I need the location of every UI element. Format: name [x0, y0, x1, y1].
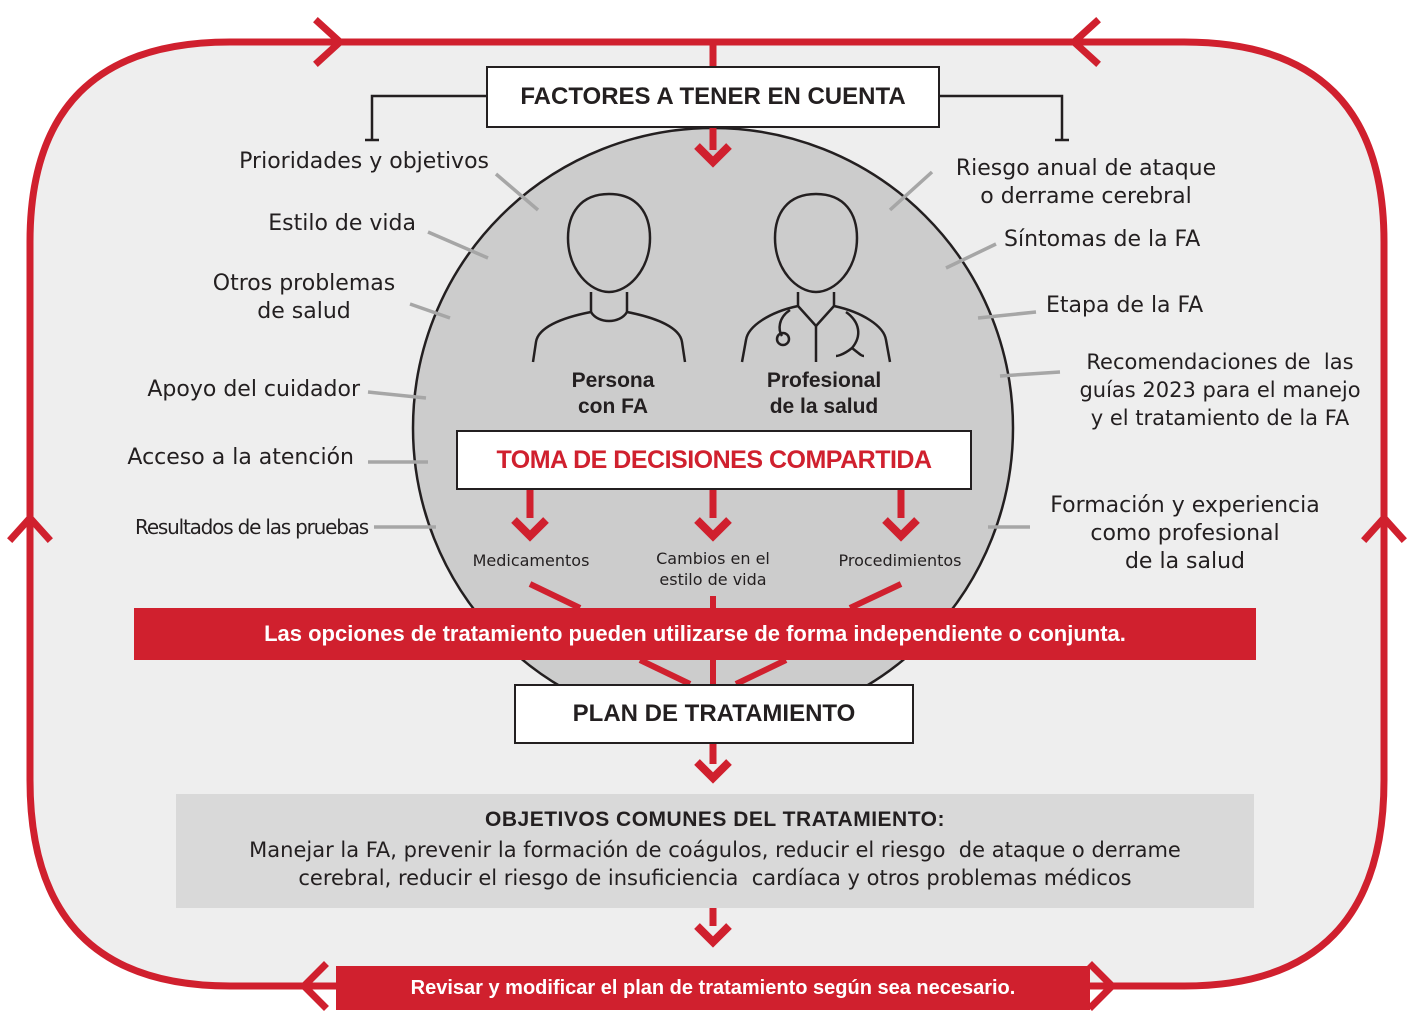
factors-title: FACTORES A TENER EN CUENTA	[520, 83, 906, 110]
factor-caregiver: Apoyo del cuidador	[147, 377, 360, 402]
arrow-to-goals	[694, 759, 732, 784]
factor-experience: Formación y experiencia como profesional…	[1050, 493, 1320, 574]
patient-label: Persona con FA	[571, 369, 655, 418]
options-banner-text: Las opciones de tratamiento pueden utili…	[264, 621, 1126, 646]
loop-arrow-top-left	[313, 17, 346, 67]
option-procedures: Procedimientos	[838, 551, 962, 570]
factor-stroke-risk: Riesgo anual de ataque o derrame cerebra…	[955, 156, 1217, 209]
option-lifestyle: Cambios en el estilo de vida	[656, 549, 770, 589]
factor-priorities: Prioridades y objetivos	[239, 149, 489, 174]
arrow-into-circle	[694, 143, 732, 168]
factor-test-results: Resultados de las pruebas	[135, 515, 369, 539]
option-medications: Medicamentos	[472, 551, 590, 570]
options-banner: Las opciones de tratamiento pueden utili…	[134, 608, 1256, 660]
factor-lifestyle: Estilo de vida	[268, 211, 416, 236]
factors-header: FACTORES A TENER EN CUENTA	[486, 66, 940, 128]
loop-arrow-left	[7, 512, 53, 543]
review-banner-text: Revisar y modificar el plan de tratamien…	[410, 976, 1016, 999]
factor-symptoms: Síntomas de la FA	[1004, 227, 1201, 252]
arrow-lifestyle	[694, 517, 732, 542]
goals-panel: OBJETIVOS COMUNES DEL TRATAMIENTO: Manej…	[176, 794, 1254, 908]
loop-arrow-bottom-left	[299, 961, 329, 1011]
bracket-right	[940, 94, 1064, 140]
clinician-icon	[740, 192, 892, 363]
patient-icon	[531, 192, 687, 363]
factor-other-health: Otros problemas de salud	[212, 271, 396, 324]
shared-decision-label: TOMA DE DECISIONES COMPARTIDA	[496, 445, 932, 474]
plan-box: PLAN DE TRATAMIENTO	[514, 684, 914, 744]
clinician-label: Profesional de la salud	[766, 369, 882, 418]
goals-text: Manejar la FA, prevenir la formación de …	[249, 838, 1181, 890]
loop-arrow-right	[1361, 512, 1407, 543]
review-banner: Revisar y modificar el plan de tratamien…	[336, 966, 1090, 1010]
loop-arrow-top-right	[1068, 17, 1101, 67]
factor-guidelines: Recomendaciones de las guías 2023 para e…	[1079, 350, 1361, 430]
arrow-to-review	[694, 923, 732, 948]
arrow-procedures	[882, 517, 920, 542]
shared-decision-box: TOMA DE DECISIONES COMPARTIDA	[456, 430, 972, 490]
factor-stage: Etapa de la FA	[1046, 293, 1204, 318]
factor-access: Acceso a la atención	[127, 445, 354, 470]
arrow-medications	[511, 517, 549, 542]
bracket-left	[370, 94, 486, 140]
goals-title: OBJETIVOS COMUNES DEL TRATAMIENTO:	[485, 808, 945, 831]
plan-label: PLAN DE TRATAMIENTO	[572, 700, 856, 727]
loop-arrow-bottom-right	[1087, 961, 1117, 1011]
